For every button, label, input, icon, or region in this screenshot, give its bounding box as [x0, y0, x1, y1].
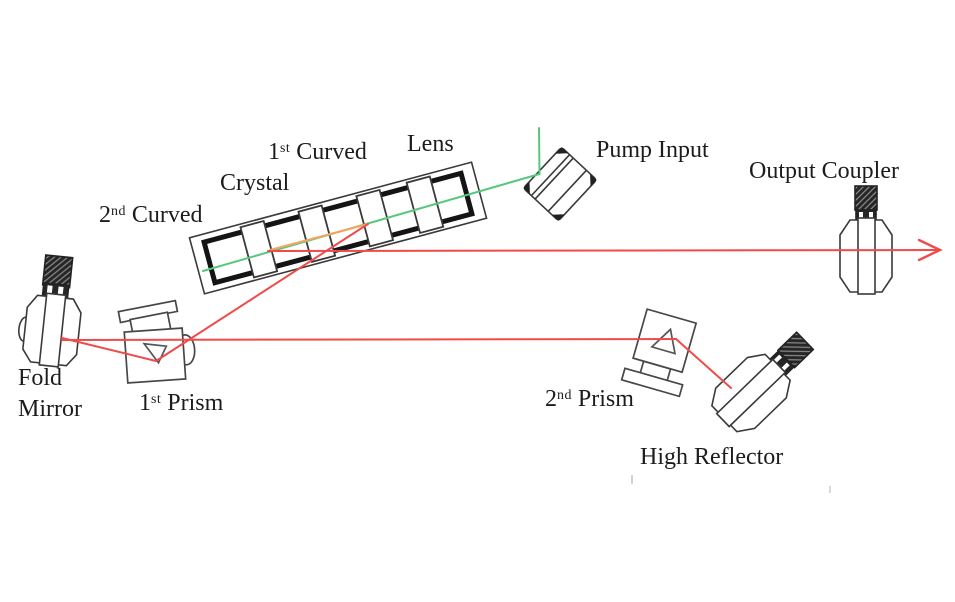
second-prism-base-bar — [620, 367, 684, 398]
first-curved-mirror-block — [355, 188, 395, 248]
second-prism-graphic — [620, 308, 698, 398]
label-high-reflector: High Reflector — [640, 444, 784, 470]
crystal-block — [297, 204, 337, 264]
fold-mirror-graphic — [18, 254, 82, 368]
beam-second-prism-to-high-reflector — [675, 338, 732, 389]
crystal-assembly-graphic — [188, 161, 488, 295]
first-prism-graphic — [117, 299, 196, 384]
label-output-coupler: Output Coupler — [749, 158, 899, 184]
high-reflector-graphic — [711, 331, 815, 433]
label-second-curved: 2nd Curved — [99, 202, 203, 228]
output-beam-arrowhead-icon — [917, 238, 943, 262]
pump-mount-screw-icon — [551, 214, 565, 221]
output-coupler-face-strip — [857, 217, 876, 295]
stray-mark — [631, 475, 633, 484]
pump-mount-body — [523, 147, 597, 221]
fold-mirror-face-strip — [38, 292, 67, 368]
pump-mount-screw-icon — [523, 181, 530, 195]
label-pump-input: Pump Input — [596, 137, 709, 163]
lens-block — [405, 175, 445, 235]
pump-input-mirror-graphic — [523, 147, 597, 221]
intracavity-orange-beam — [269, 223, 369, 251]
output-beam — [267, 249, 939, 252]
first-prism-triangle-icon — [142, 342, 168, 365]
beam-fold-mirror-to-first-prism — [61, 337, 157, 362]
pump-mount-screw-icon — [555, 147, 569, 154]
pump-mount-screw-icon — [590, 173, 597, 187]
output-coupler-graphic — [839, 185, 893, 295]
label-crystal: Crystal — [220, 170, 290, 196]
high-reflector-face-strip — [715, 358, 787, 428]
beam-first-prism-to-first-curved — [155, 223, 369, 362]
beam-fold-mirror-to-second-prism — [61, 338, 677, 341]
label-first-prism: 1st Prism — [139, 390, 224, 416]
label-lens: Lens — [407, 131, 454, 157]
label-second-prism: 2nd Prism — [545, 386, 634, 412]
stray-mark — [829, 486, 831, 493]
label-first-curved: 1st Curved — [268, 139, 367, 165]
assembly-inner-frame — [201, 170, 475, 286]
second-curved-mirror-block — [239, 219, 279, 279]
output-coupler-knob-icon — [854, 185, 878, 211]
